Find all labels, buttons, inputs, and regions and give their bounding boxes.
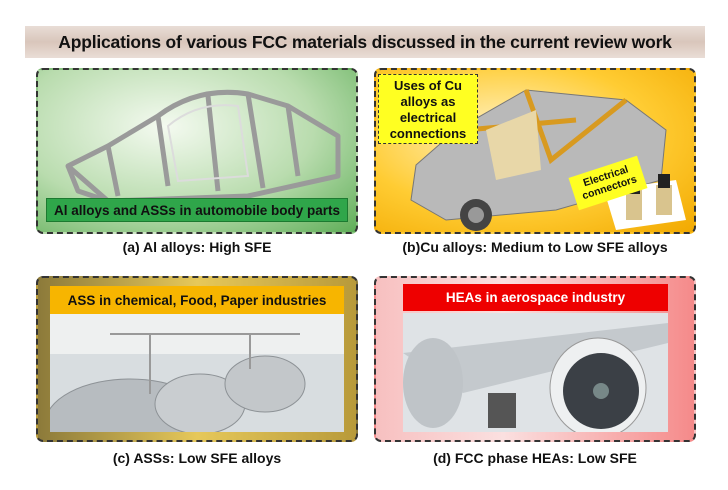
caption-d: (d) FCC phase HEAs: Low SFE [433, 450, 637, 466]
panel-heas: HEAs in aerospace industry [374, 276, 696, 442]
jet-engine-image [403, 313, 668, 432]
panel-ass: ASS in chemical, Food, Paper industries [36, 276, 358, 442]
heas-aerospace-label: HEAs in aerospace industry [403, 284, 668, 311]
cu-alloys-label: Uses of Cu alloys as electrical connecti… [378, 74, 478, 144]
al-alloys-label: Al alloys and ASSs in automobile body pa… [46, 198, 348, 222]
steel-tanks-image [50, 314, 344, 432]
panel-cu-alloys: Uses of Cu alloys as electrical connecti… [374, 68, 696, 234]
caption-a: (a) Al alloys: High SFE [122, 239, 272, 255]
ass-industries-label: ASS in chemical, Food, Paper industries [50, 286, 344, 314]
car-body-frame-image [65, 89, 341, 204]
caption-b: (b)Cu alloys: Medium to Low SFE alloys [402, 239, 668, 255]
figure-title: Applications of various FCC materials di… [25, 26, 705, 58]
caption-c: (c) ASSs: Low SFE alloys [112, 450, 282, 466]
panel-al-alloys: Al alloys and ASSs in automobile body pa… [36, 68, 358, 234]
